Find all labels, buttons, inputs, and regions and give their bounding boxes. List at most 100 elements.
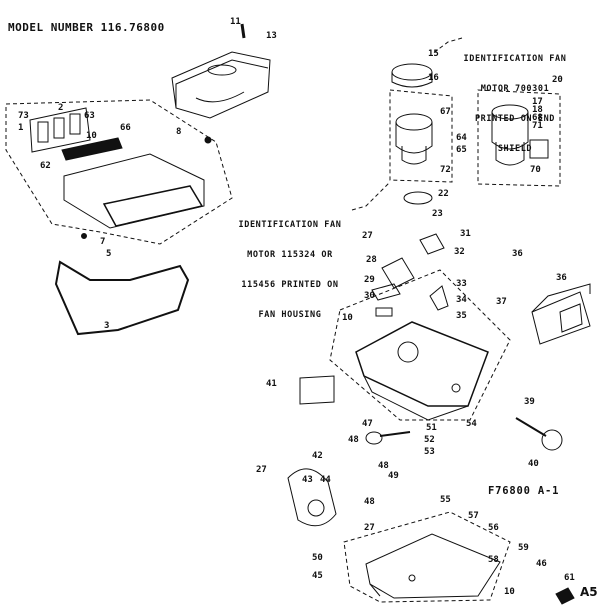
callout: 48: [378, 461, 389, 471]
callout: 70: [530, 165, 541, 175]
fan-motor-note-left: IDENTIFICATION FAN MOTOR 115324 OR 11545…: [228, 200, 352, 340]
callout: 22: [438, 189, 449, 199]
callout: 29: [364, 275, 375, 285]
callout: 30: [364, 291, 375, 301]
handle-assembly: [29, 107, 205, 229]
bracket-part: [371, 283, 401, 301]
callout: 16: [428, 73, 439, 83]
handle-group-outline: [5, 99, 233, 245]
note-leader-left: [351, 181, 391, 211]
note-left-line: MOTOR 115324 OR: [247, 250, 333, 260]
callout: 27: [256, 465, 267, 475]
callout: 1: [18, 123, 23, 133]
filter-part: [531, 283, 591, 345]
callout: 58: [488, 555, 499, 565]
diagram-code: F76800 A-1: [488, 485, 560, 497]
note-leader-right: [431, 37, 463, 55]
callout: 13: [266, 31, 277, 41]
top-cover-part: [171, 51, 271, 119]
callout: 36: [556, 273, 567, 283]
callout: 63: [84, 111, 95, 121]
housing-pan: [355, 321, 489, 421]
callout: 18: [532, 105, 543, 115]
callout: 37: [496, 297, 507, 307]
callout: 49: [388, 471, 399, 481]
callout: 66: [120, 123, 131, 133]
callout: 11: [230, 17, 241, 27]
base-group-outline: [343, 511, 511, 603]
callout: 15: [428, 49, 439, 59]
callout: 10: [86, 131, 97, 141]
alt-motor-group-outline: [477, 89, 561, 187]
callout: 44: [320, 475, 331, 485]
model-number-heading: MODEL NUMBER 116.76800: [8, 21, 165, 34]
callout: 41: [266, 379, 277, 389]
callout: 53: [424, 447, 435, 457]
callout: 35: [456, 311, 467, 321]
plate-part: [299, 375, 335, 405]
note-left-line: 115456 PRINTED ON: [241, 280, 339, 290]
callout: 55: [440, 495, 451, 505]
callout: 59: [518, 543, 529, 553]
callout: 61: [564, 573, 575, 583]
page-label: A5: [580, 585, 598, 599]
fan-motor-right: [491, 104, 549, 166]
callout: 32: [454, 247, 465, 257]
note-left-line: IDENTIFICATION FAN: [238, 220, 342, 230]
housing-group-outline: [329, 269, 511, 421]
note-left-line: FAN HOUSING: [258, 310, 322, 320]
callout: 33: [456, 279, 467, 289]
callout: 50: [312, 553, 323, 563]
callout: 2: [58, 103, 63, 113]
callout: 8: [176, 127, 181, 137]
callout: 34: [456, 295, 467, 305]
shaft-part: [365, 431, 411, 445]
callout: 27: [364, 523, 375, 533]
callout: 28: [366, 255, 377, 265]
callout: 10: [342, 313, 353, 323]
spring-part: [429, 285, 449, 311]
callout: 7: [100, 237, 105, 247]
screw-11: [240, 23, 246, 39]
group-outlines: [5, 37, 561, 603]
callout: 71: [532, 121, 543, 131]
callout: 64: [456, 133, 467, 143]
callout: 40: [528, 459, 539, 469]
callout: 5: [106, 249, 111, 259]
callout: 73: [18, 111, 29, 121]
callout: 52: [424, 435, 435, 445]
bail-handle-part: [54, 260, 190, 336]
callout: 3: [104, 321, 109, 331]
callout: 67: [440, 107, 451, 117]
callout: 20: [552, 75, 563, 85]
note-right-line: PRINTED ON END: [474, 114, 556, 124]
fan-housing-part: [381, 257, 415, 289]
callout: 17: [532, 97, 543, 107]
callout: 57: [468, 511, 479, 521]
wheel-part: [515, 417, 563, 451]
fan-motor-left: [391, 63, 433, 165]
callout: 27: [362, 231, 373, 241]
note-right-line: MOTOR 700301: [480, 84, 550, 94]
callout: 65: [456, 145, 467, 155]
callout: 36: [512, 249, 523, 259]
callout: 39: [524, 397, 535, 407]
callout: 68: [532, 113, 543, 123]
callout: 43: [302, 475, 313, 485]
callout: 72: [440, 165, 451, 175]
callout: 47: [362, 419, 373, 429]
nut-10-top: [204, 136, 212, 144]
callout: 51: [426, 423, 437, 433]
callout: 45: [312, 571, 323, 581]
callout: 48: [348, 435, 359, 445]
callout: 56: [488, 523, 499, 533]
callout: 46: [536, 559, 547, 569]
screw-8: [81, 233, 87, 239]
gasket-part: [403, 191, 433, 205]
drum-part: [287, 468, 337, 527]
callout: 10: [504, 587, 515, 597]
end-piece-part: [555, 587, 575, 605]
callout: 48: [364, 497, 375, 507]
